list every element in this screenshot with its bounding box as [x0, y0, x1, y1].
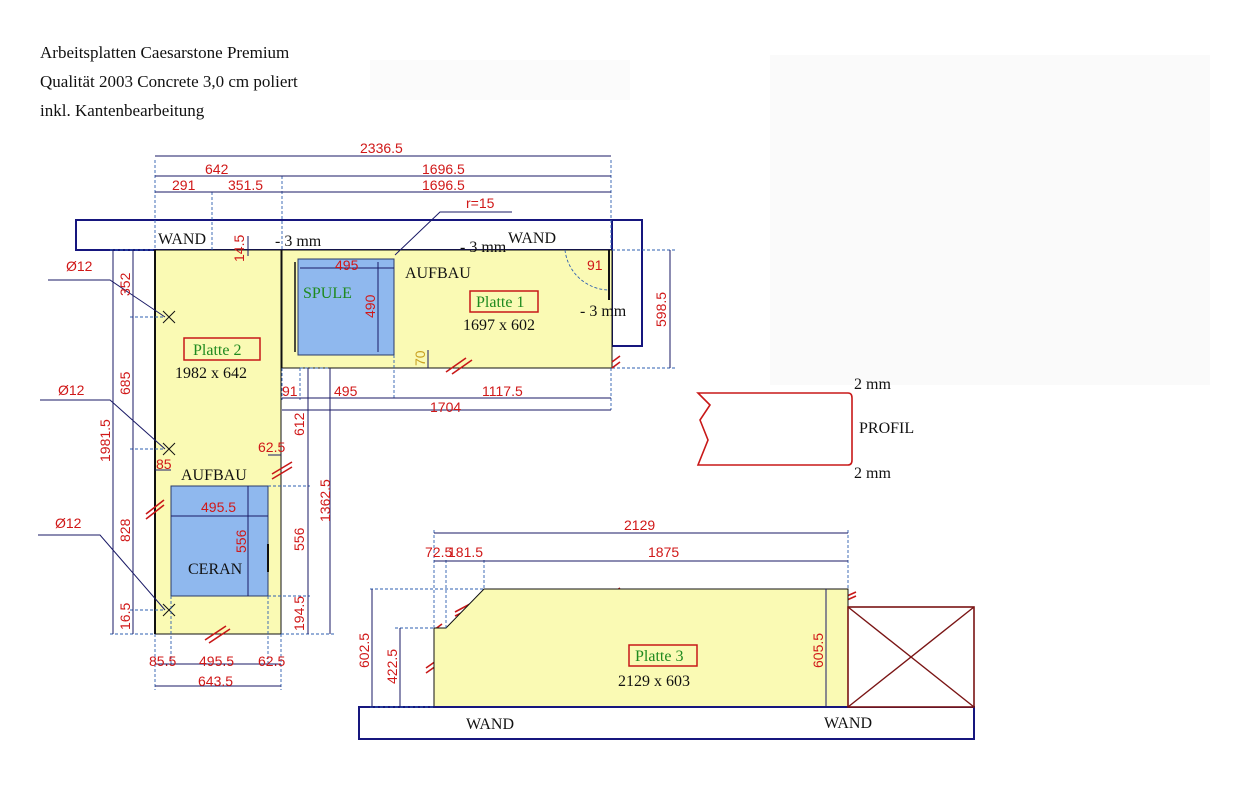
dim-602: 602.5 — [356, 633, 372, 668]
profile-shape — [696, 392, 853, 466]
dim-1117: 1117.5 — [482, 383, 523, 399]
dim-1981: 1981.5 — [97, 419, 113, 462]
aufbau-label-1: AUFBAU — [405, 265, 471, 282]
dim-495-ceran: 495.5 — [201, 499, 236, 515]
slab-1-size: 1697 x 602 — [463, 317, 535, 334]
wall-label-bottom-right: WAND — [824, 715, 872, 732]
dim-1696-b: 1696.5 — [422, 177, 465, 193]
hole-markers — [38, 279, 176, 617]
slab-2-label: Platte 2 — [193, 342, 241, 359]
slab-2-size: 1982 x 642 — [175, 365, 247, 382]
dim-14-5: 14.5 — [231, 235, 247, 262]
header-line-3: inkl. Kantenbearbeitung — [40, 101, 205, 120]
dim-828: 828 — [117, 518, 133, 542]
dim-2129: 2129 — [624, 517, 655, 533]
dim-556-inner: 556 — [233, 529, 249, 553]
minus-3mm-mid: - 3 mm — [460, 239, 507, 256]
dim-685: 685 — [117, 371, 133, 395]
p3-dimension-lines — [370, 530, 849, 708]
slab-1-label-box — [469, 290, 539, 313]
hole-label-2: Ø12 — [58, 382, 85, 398]
dim-612: 612 — [291, 412, 307, 436]
wall-label-left-top: WAND — [158, 231, 206, 248]
dim-85-left: 85 — [156, 456, 172, 472]
profile-label: PROFIL — [859, 420, 914, 437]
hole-label-3: Ø12 — [55, 515, 82, 531]
minus-3mm-right: - 3 mm — [580, 303, 627, 320]
p1-dimension-lines — [282, 250, 671, 411]
wall-label-right-top: WAND — [508, 230, 556, 247]
dim-495-bottom: 495 — [334, 383, 358, 399]
profile-bottom-label: 2 mm — [854, 465, 891, 482]
slab-1-label: Platte 1 — [476, 294, 524, 311]
dim-16: 16.5 — [117, 603, 133, 630]
background-scan-ghost — [370, 55, 1210, 385]
dim-495-bottom-2: 495.5 — [199, 653, 234, 669]
top-dimension-lines — [155, 155, 611, 256]
sink-label: SPULE — [303, 285, 352, 302]
dim-643: 643.5 — [198, 673, 233, 689]
dim-1704: 1704 — [430, 399, 461, 415]
dim-1696-a: 1696.5 — [422, 161, 465, 177]
dim-total-top: 2336.5 — [360, 140, 403, 156]
dim-85-bottom: 85.5 — [149, 653, 176, 669]
construction-lines — [110, 160, 675, 690]
profile-top-label: 2 mm — [854, 376, 891, 393]
sink-cutout — [297, 258, 395, 356]
ceran-cutout — [170, 485, 269, 597]
dim-556-outer: 556 — [291, 527, 307, 551]
dim-70: 70 — [412, 350, 428, 366]
wall-label-bottom-left: WAND — [466, 716, 514, 733]
header-line-2: Qualität 2003 Concrete 3,0 cm poliert — [40, 72, 298, 91]
corner-radius-arc — [564, 249, 611, 291]
dim-495-sink: 495 — [335, 257, 359, 273]
radius-label: r=15 — [466, 195, 495, 211]
minus-3mm-left: - 3 mm — [275, 233, 322, 250]
dim-490: 490 — [362, 294, 378, 318]
dim-91-bottom: 91 — [282, 383, 298, 399]
dim-62-bottom: 62.5 — [258, 653, 285, 669]
dim-91-corner: 91 — [587, 257, 603, 273]
dim-1362: 1362.5 — [317, 479, 333, 522]
dim-598: 598.5 — [653, 292, 669, 327]
slab-3-label-box — [628, 644, 698, 667]
dim-351: 351.5 — [228, 177, 263, 193]
bottom-right-box — [847, 606, 975, 708]
slab-3-size: 2129 x 603 — [618, 673, 690, 690]
p2-dimension-lines — [112, 250, 331, 687]
bottom-wall — [358, 706, 975, 740]
dim-605: 605.5 — [810, 633, 826, 668]
dim-1875: 1875 — [648, 544, 679, 560]
slab-2-label-box — [183, 337, 261, 361]
slab-3-label: Platte 3 — [635, 648, 683, 665]
dim-194: 194.5 — [291, 596, 307, 631]
aufbau-label-2: AUFBAU — [181, 467, 247, 484]
dim-642: 642 — [205, 161, 229, 177]
dim-291: 291 — [172, 177, 196, 193]
dim-422: 422.5 — [384, 649, 400, 684]
hole-label-1: Ø12 — [66, 258, 93, 274]
dim-181: 181.5 — [448, 544, 483, 560]
dim-352: 352 — [117, 272, 133, 296]
dim-72: 72.5 — [425, 544, 452, 560]
header-line-1: Arbeitsplatten Caesarstone Premium — [40, 43, 289, 62]
right-wall — [611, 219, 643, 347]
dim-62-upper: 62.5 — [258, 439, 285, 455]
ceran-label: CERAN — [188, 561, 243, 578]
